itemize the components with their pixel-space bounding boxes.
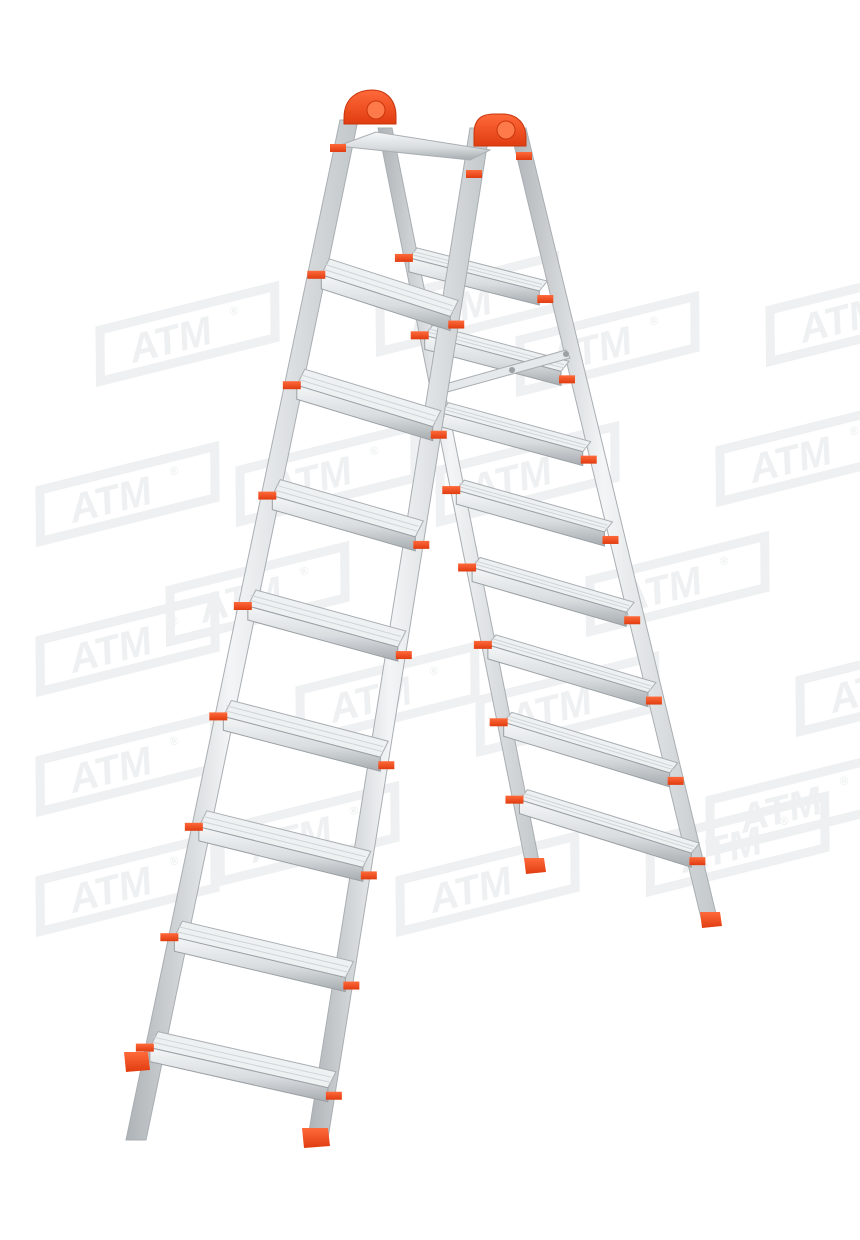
rear-right-foot (700, 912, 722, 928)
front-step-1-left-cap (307, 270, 326, 279)
watermark-registered-mark: ® (348, 803, 360, 819)
watermark-registered-mark: ® (778, 813, 790, 829)
rear-step-6-right-cap (645, 696, 662, 705)
rear-step-1 (394, 247, 554, 306)
front-step-4-right-cap (395, 651, 412, 660)
rear-ladder-section (377, 127, 722, 928)
rear-step-3-right-cap (580, 455, 597, 464)
rear-step-8-right-cap (689, 857, 706, 866)
watermark-registered-mark: ® (648, 313, 660, 329)
front-step-3-right-cap (413, 540, 430, 549)
front-step-2 (282, 368, 447, 442)
front-step-6-right-cap (360, 871, 377, 880)
watermark-logo: ATM® (395, 830, 580, 938)
rear-step-1-right-cap (537, 295, 554, 304)
watermark-registered-mark: ® (298, 563, 310, 579)
rear-step-7-right-cap (667, 776, 684, 785)
front-step-7-right-cap (343, 981, 360, 990)
front-step-7-left-cap (160, 933, 179, 942)
rear-step-8 (505, 789, 706, 868)
watermark-registered-mark: ® (168, 613, 180, 629)
rear-step-6 (473, 634, 662, 708)
front-step-2-right-cap (430, 430, 447, 439)
watermark-logo: ATM® (95, 280, 280, 388)
front-step-3 (258, 479, 430, 552)
watermark-registered-mark: ® (168, 733, 180, 749)
rear-step-4 (442, 479, 619, 547)
front-ladder-section (124, 119, 491, 1148)
front-steps (135, 258, 465, 1103)
watermark-logo: ATM® (35, 710, 220, 818)
front-step-6 (184, 810, 377, 883)
rear-step-1-left-cap (394, 253, 413, 262)
front-step-5-right-cap (378, 761, 395, 770)
rear-step-5-right-cap (624, 616, 641, 625)
front-step-7 (160, 920, 360, 993)
rear-step-4-right-cap (602, 535, 619, 544)
watermark-registered-mark: ® (368, 443, 380, 459)
front-step-8-right-cap (325, 1091, 342, 1100)
rear-step-5 (458, 556, 641, 627)
front-step-4-left-cap (233, 602, 252, 610)
watermark-logo: ATM® (715, 400, 860, 508)
watermark-logo: ATM® (765, 260, 860, 368)
front-left-foot (124, 1052, 150, 1072)
top-platform (337, 131, 492, 161)
watermark-registered-mark: ® (228, 303, 240, 319)
watermark-registered-mark: ® (168, 853, 180, 869)
rear-step-2-left-cap (410, 331, 429, 340)
front-step-1 (307, 258, 465, 332)
front-step-3-left-cap (258, 491, 277, 500)
rear-left-foot (524, 858, 546, 874)
front-step-4 (233, 589, 412, 662)
watermark-logo: ATM® (35, 590, 220, 698)
rear-step-4-left-cap (442, 486, 461, 495)
watermark-logo: ATM® (35, 440, 220, 548)
watermark-registered-mark: ® (848, 423, 860, 439)
front-step-5 (209, 699, 395, 772)
front-step-2-left-cap (282, 381, 301, 390)
rear-step-2-right-cap (559, 375, 576, 384)
watermark-registered-mark: ® (718, 553, 730, 569)
front-step-8 (135, 1031, 342, 1103)
front-step-5-left-cap (209, 712, 228, 721)
front-step-8-left-cap (135, 1043, 154, 1052)
rear-step-7 (489, 711, 684, 788)
rear-step-7-left-cap (489, 718, 508, 727)
front-step-1-right-cap (448, 320, 465, 329)
watermark-registered-mark: ® (838, 773, 850, 789)
front-step-6-left-cap (184, 822, 203, 831)
watermark-registered-mark: ® (168, 463, 180, 479)
front-right-foot (302, 1128, 330, 1148)
watermark-registered-mark: ® (428, 663, 440, 679)
rear-step-6-left-cap (473, 640, 492, 649)
top-hinge-caps (330, 89, 532, 178)
watermark-logo: ATM® (795, 630, 860, 738)
rear-step-8-left-cap (505, 795, 524, 804)
rear-step-5-left-cap (458, 563, 477, 572)
